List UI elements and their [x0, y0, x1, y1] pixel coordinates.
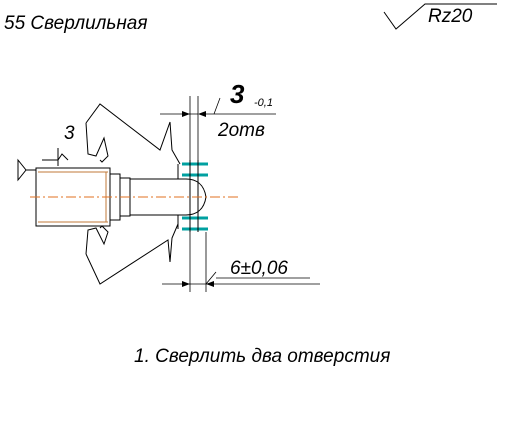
hole-spacing-tolerance: -0,1: [254, 97, 273, 109]
instruction-1: 1. Сверлить два отверстия: [134, 346, 390, 367]
operation-title: 55 Сверлильная: [4, 13, 148, 34]
hole-spacing-dimension: 3 -0,1 2отв: [160, 79, 276, 160]
hole-spacing-value: 3: [230, 79, 245, 109]
depth-dimension: 6±0,06: [162, 232, 320, 292]
clamp-label: 3: [64, 123, 75, 144]
clamp-symbol: 3: [17, 123, 75, 182]
roughness-symbol: Rz20: [383, 3, 497, 30]
roughness-value: Rz20: [428, 6, 473, 27]
hole-count: 2отв: [217, 120, 265, 141]
part-outline: [85, 103, 181, 285]
depth-value: 6±0,06: [230, 258, 288, 279]
drilled-holes: [182, 160, 208, 232]
